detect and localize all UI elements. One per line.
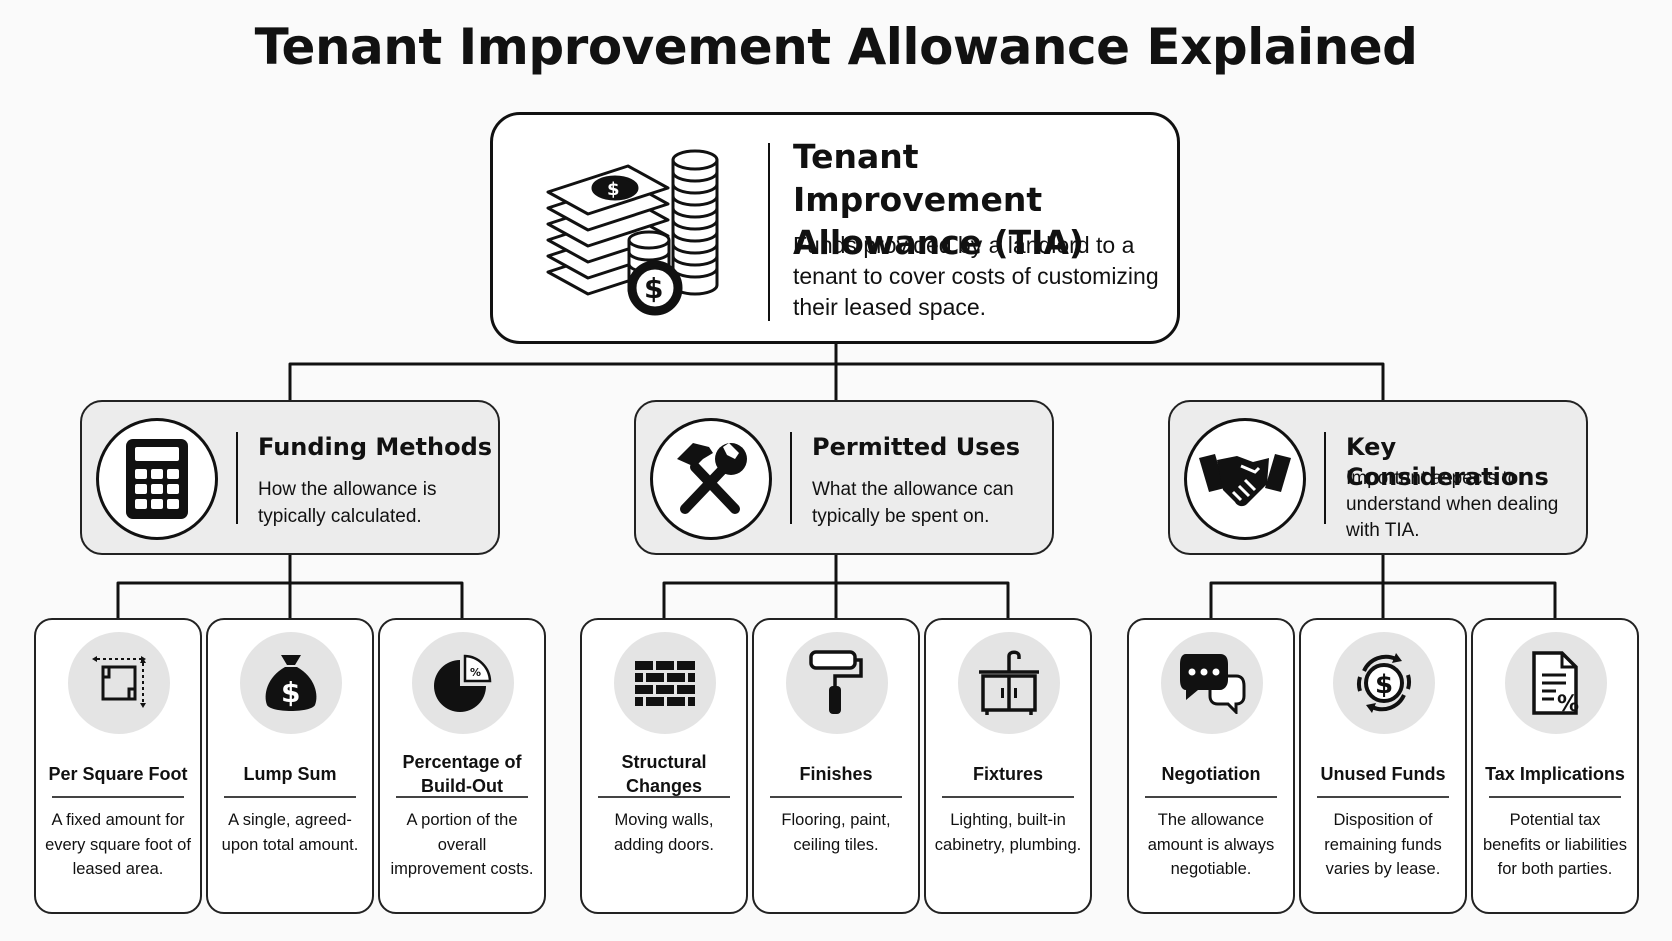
svg-text:$: $ <box>281 676 300 709</box>
category-title: Funding Methods <box>258 433 493 461</box>
leaf-divider <box>1489 796 1621 798</box>
paint-roller-icon <box>786 632 888 734</box>
leaf-divider <box>396 796 528 798</box>
category-divider <box>790 432 792 524</box>
leaf-description: A portion of the overall improvement cos… <box>390 811 534 878</box>
leaf-card-per-square-foot: Per Square Foot A fixed amount for every… <box>34 618 202 914</box>
category-description: How the allowance is typically calculate… <box>258 479 437 527</box>
leaf-title: Per Square Foot <box>48 764 188 784</box>
money-bag-icon: $ <box>240 632 342 734</box>
leaf-divider <box>224 796 356 798</box>
leaf-title: Negotiation <box>1161 764 1261 784</box>
leaf-card-percentage-of-build-out: % Percentage of Build-Out A portion of t… <box>378 618 546 914</box>
chat-bubbles-icon <box>1161 632 1263 734</box>
leaf-title: Lump Sum <box>243 764 337 784</box>
leaf-card-lump-sum: $ Lump Sum A single, agreed-upon total a… <box>206 618 374 914</box>
svg-text:%: % <box>1557 692 1579 715</box>
root-description: Funds provided by a landlord to a tenant… <box>793 232 1159 320</box>
leaf-divider <box>52 796 184 798</box>
leaf-description: The allowance amount is always negotiabl… <box>1147 811 1275 878</box>
leaf-card-fixtures: Fixtures Lighting, built-in cabinetry, p… <box>924 618 1092 914</box>
leaf-description: Moving walls, adding doors. <box>614 811 714 854</box>
leaf-description: Lighting, built-in cabinetry, plumbing. <box>934 811 1082 854</box>
hammer-wrench-icon <box>650 418 772 540</box>
category-card-permitted-uses: Permitted Uses What the allowance can ty… <box>634 400 1054 555</box>
tax-document-icon: % <box>1505 632 1607 734</box>
handshake-icon <box>1184 418 1306 540</box>
sink-cabinet-icon <box>958 632 1060 734</box>
money-stack-coins-icon: $ $ <box>543 140 743 320</box>
leaf-card-tax-implications: % Tax Implications Potential tax benefit… <box>1471 618 1639 914</box>
leaf-divider <box>1145 796 1277 798</box>
svg-text:$: $ <box>644 272 663 305</box>
category-card-funding-methods: Funding Methods How the allowance is typ… <box>80 400 500 555</box>
leaf-card-unused-funds: $ Unused Funds Disposition of remaining … <box>1299 618 1467 914</box>
leaf-title: Fixtures <box>972 764 1044 784</box>
category-title: Key Considerations <box>1346 433 1549 491</box>
leaf-title: Tax Implications <box>1485 764 1625 784</box>
leaf-title: Percentage of Build-Out <box>402 752 522 796</box>
leaf-card-finishes: Finishes Flooring, paint, ceiling tiles. <box>752 618 920 914</box>
leaf-title: Structural Changes <box>621 752 707 796</box>
category-card-key-considerations: Key Considerations Important aspects to … <box>1168 400 1588 555</box>
calculator-icon <box>96 418 218 540</box>
leaf-title: Finishes <box>799 764 873 784</box>
leaf-card-negotiation: Negotiation The allowance amount is alwa… <box>1127 618 1295 914</box>
brick-wall-icon <box>614 632 716 734</box>
svg-text:%: % <box>470 666 481 679</box>
category-description: Important aspects to understand when dea… <box>1346 468 1559 541</box>
floor-plan-dimension-icon <box>68 632 170 734</box>
leaf-divider <box>598 796 730 798</box>
dollar-cycle-icon: $ <box>1333 632 1435 734</box>
category-divider <box>1324 432 1326 524</box>
category-title: Permitted Uses <box>812 433 1021 461</box>
leaf-divider <box>1317 796 1449 798</box>
leaf-description: A single, agreed-upon total amount. <box>221 811 359 854</box>
svg-text:$: $ <box>1375 670 1393 700</box>
svg-text:$: $ <box>607 179 620 200</box>
tia-root-card: $ $ Tenant Improvement Allowance (TIA) F… <box>490 112 1180 344</box>
category-divider <box>236 432 238 524</box>
leaf-description: Potential tax benefits or liabilities fo… <box>1483 811 1627 878</box>
category-description: What the allowance can typically be spen… <box>812 479 1014 527</box>
leaf-divider <box>942 796 1074 798</box>
pie-chart-percent-icon: % <box>412 632 514 734</box>
root-divider <box>768 143 770 321</box>
leaf-description: A fixed amount for every square foot of … <box>45 811 191 878</box>
leaf-description: Flooring, paint, ceiling tiles. <box>781 811 891 854</box>
leaf-card-structural-changes: Structural Changes Moving walls, adding … <box>580 618 748 914</box>
leaf-divider <box>770 796 902 798</box>
page-title: Tenant Improvement Allowance Explained <box>254 18 1418 76</box>
root-title: Tenant Improvement Allowance (TIA) <box>793 137 1085 262</box>
leaf-title: Unused Funds <box>1320 764 1446 784</box>
leaf-description: Disposition of remaining funds varies by… <box>1324 811 1442 878</box>
